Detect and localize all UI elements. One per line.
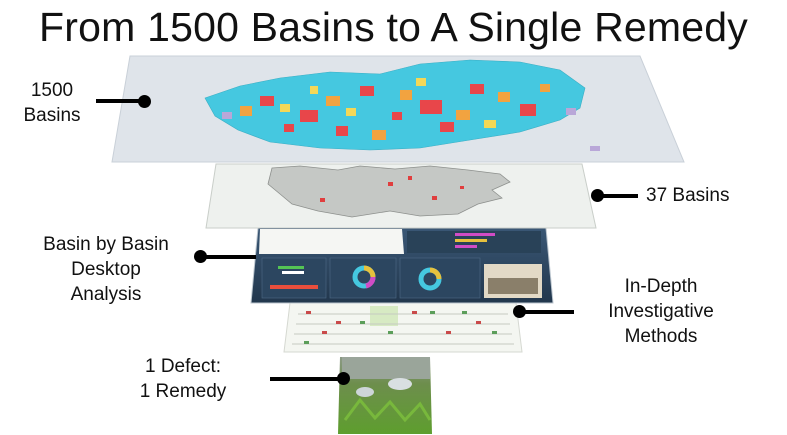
label-line: Basin by Basin <box>43 234 169 255</box>
label-line: 37 Basins <box>646 185 730 206</box>
connector-investigative-methods <box>519 310 574 314</box>
connector-defect-dot <box>337 372 350 385</box>
connector-investigative-methods-dot <box>513 305 526 318</box>
desktop-analysis-layer <box>250 227 554 304</box>
label-line: 1500 <box>30 80 74 101</box>
label-line: 1 Remedy <box>139 381 227 402</box>
label-desktop-analysis: Basin by Basin Desktop Analysis <box>28 232 184 307</box>
label-1500-basins: 1500 Basins <box>12 78 92 128</box>
connector-1500-basins <box>96 99 144 103</box>
defect-photo-layer <box>338 357 432 434</box>
connector-defect <box>270 377 343 381</box>
label-investigative-methods: In-Depth Investigative Methods <box>588 274 734 349</box>
label-line: Analysis <box>70 284 142 305</box>
connector-37-basins <box>597 194 638 198</box>
connector-desktop-analysis-dot <box>194 250 207 263</box>
connector-desktop-analysis <box>200 255 256 259</box>
page-title: From 1500 Basins to A Single Remedy <box>39 4 748 50</box>
investigative-methods-layer <box>283 302 523 353</box>
label-line: Investigative <box>608 301 714 322</box>
map-1500-basins-layer <box>111 55 685 163</box>
map-37-basins-layer <box>205 163 597 229</box>
connector-37-basins-dot <box>591 189 604 202</box>
label-defect: 1 Defect: 1 Remedy <box>120 354 246 404</box>
label-line: In-Depth <box>624 276 698 297</box>
label-line: 1 Defect: <box>144 356 222 377</box>
label-line: Desktop <box>71 259 141 280</box>
connector-1500-basins-dot <box>138 95 151 108</box>
label-line: Basins <box>23 105 81 126</box>
label-line: Methods <box>624 326 698 347</box>
label-37-basins: 37 Basins <box>646 183 756 208</box>
